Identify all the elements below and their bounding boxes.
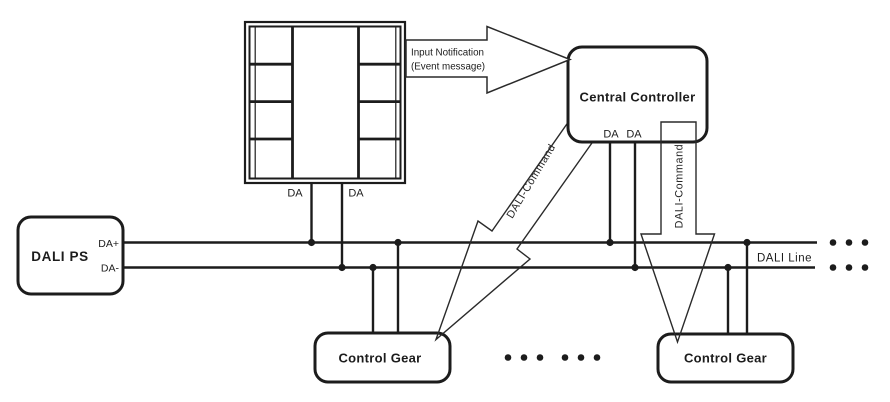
panel-terminal-da-right: DA (348, 188, 364, 200)
device-wires (310, 142, 749, 334)
dali-ps-terminal-da-plus: DA+ (98, 238, 119, 250)
junction-dot (394, 238, 402, 247)
junction-dot (606, 238, 614, 247)
junction-dot (307, 238, 316, 247)
junction-dot (369, 263, 377, 272)
input-notification-label-line2: (Event message) (411, 62, 485, 73)
control-gear-left-label: Control Gear (338, 351, 421, 366)
central-controller-box (566, 45, 709, 144)
dali-line-label: DALI Line (757, 253, 812, 265)
dali-command-label-diagonal: DALI-Command (504, 142, 558, 221)
input-notification-label-line1: Input Notification (411, 48, 484, 59)
control-gear-right-box (656, 332, 795, 384)
junction-dot (631, 263, 639, 272)
ellipsis-dots (504, 239, 869, 361)
dali-ps (16, 215, 125, 296)
panel-terminal-da-left: DA (287, 188, 303, 200)
dali-ps-box (16, 215, 125, 296)
dali-command-label-vertical: DALI-Command (674, 144, 686, 229)
junction-dot (724, 263, 732, 272)
controller-terminal-da-left: DA (603, 129, 619, 141)
control-gear-left-box (313, 331, 452, 384)
dali-ps-terminal-da-minus: DA- (101, 263, 120, 275)
central-controller-label: Central Controller (580, 90, 696, 105)
dali-bus (123, 241, 817, 269)
junction-dots (307, 238, 751, 272)
dali-ps-label: DALI PS (31, 249, 88, 264)
controller-terminal-da-right: DA (626, 129, 642, 141)
dali-command-arrow-vertical (640, 121, 716, 345)
junction-dot (743, 238, 751, 247)
dali-command-arrow-diagonal (434, 120, 594, 342)
push-button-panel (243, 20, 407, 185)
control-gear-right-label: Control Gear (684, 351, 767, 366)
input-notification-arrow (405, 25, 573, 95)
junction-dot (338, 263, 346, 272)
